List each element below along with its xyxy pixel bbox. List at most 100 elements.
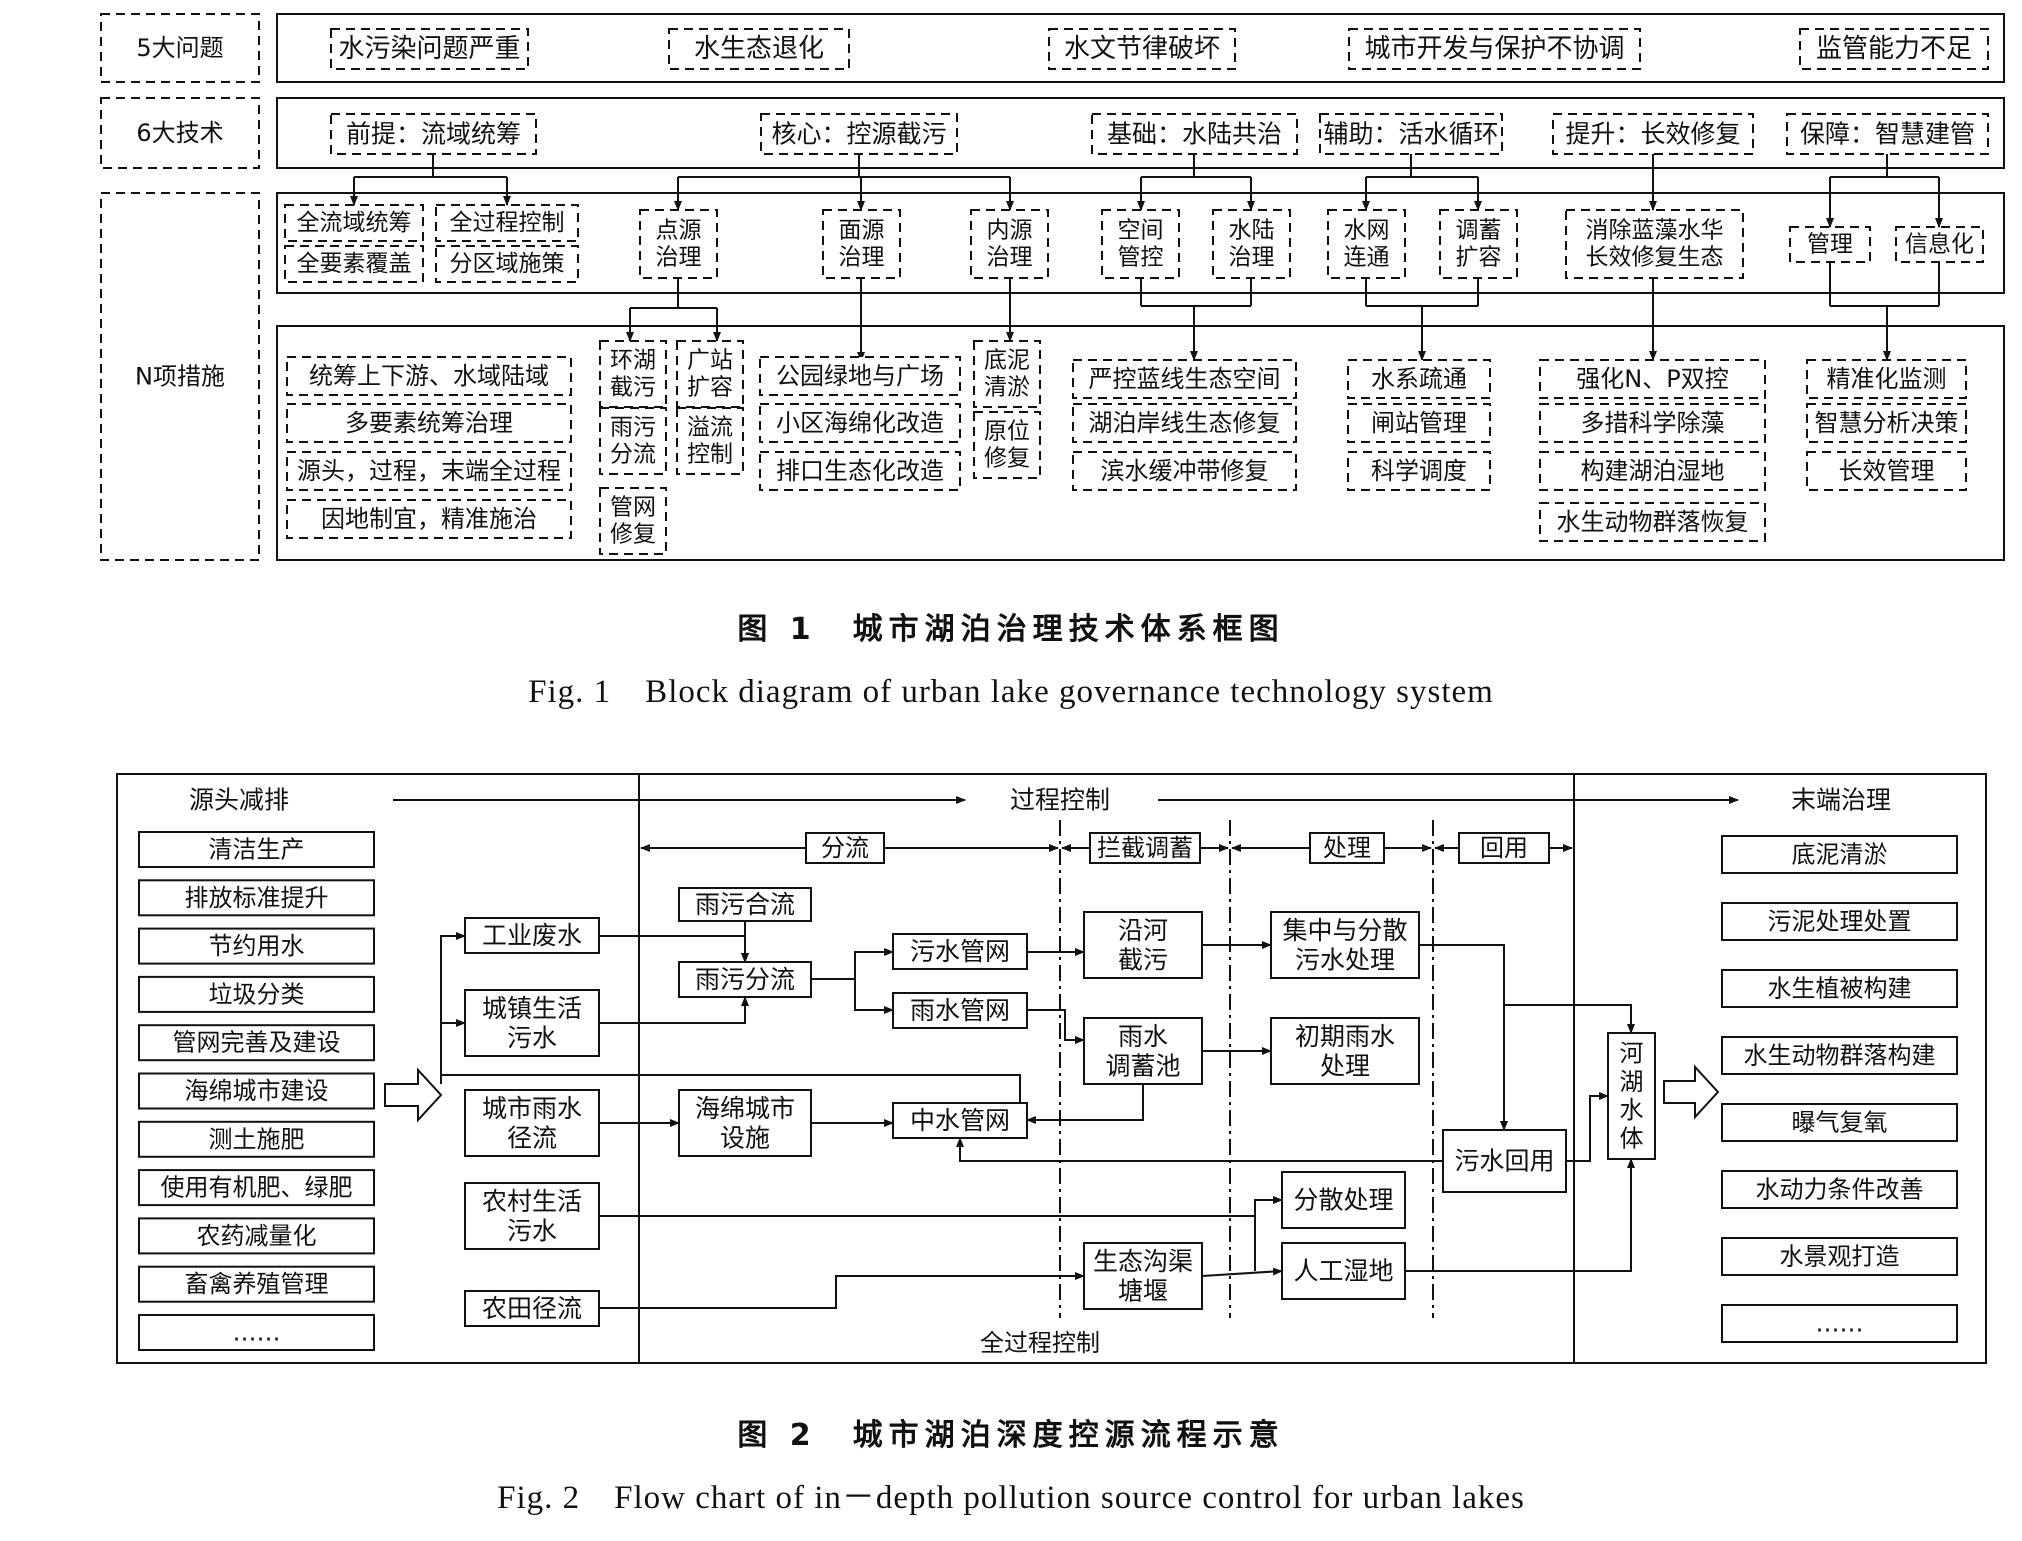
subtech-nonpoint-source [822,209,901,279]
problem-box-5 [1799,28,1989,70]
subtech-informatization [1895,226,1984,263]
problem-box-5-label: 监管能力不足 [1816,34,1972,64]
row-label-techs [100,97,260,169]
subtech-full-process-label: 全过程控制 [450,210,565,236]
measure-land-water-2 [1072,403,1297,443]
node-constructed-wetland [1281,1242,1406,1300]
measure-point-a-2 [599,407,667,475]
node-eco-ditch-pond-label-line-1: 生态沟渠 [1093,1247,1193,1276]
problem-box-1 [330,28,529,70]
tech-box-3-label: 基础：水陆共治 [1107,120,1282,149]
measure-restoration-2-label: 多措科学除藻 [1581,409,1725,437]
measure-nonpoint-3-label: 排口生态化改造 [776,457,944,485]
source-item-7 [138,1120,375,1158]
source-item-10 [138,1265,375,1303]
subtech-storage-label-line-1: 调蓄 [1456,217,1502,243]
row-label-problems-label: 5大问题 [136,34,223,62]
measure-restoration-1 [1539,359,1766,399]
node-sponge-facility-label-line-2: 设施 [720,1123,770,1152]
node-sewage-network-label: 污水管网 [910,937,1010,966]
tech-box-5 [1552,113,1754,155]
figure-2-source-control-flow: 源头减排过程控制末端治理全过程控制分流拦截调蓄处理回用清洁生产排放标准提升节约用… [116,773,1987,1364]
measure-point-b-1 [676,340,744,408]
source-item-5 [138,1024,375,1062]
tech-box-2-label: 核心：控源截污 [771,120,946,149]
end-item-3 [1721,969,1958,1008]
measure-basin-1-label: 统筹上下游、水域陆域 [309,362,549,390]
measure-restoration-1-label: 强化N、P双控 [1576,365,1728,393]
fig2-flow-8 [854,979,894,1014]
measure-circulation-1 [1347,359,1491,399]
subtech-point-source-label-line-1: 点源 [656,217,702,243]
end-item-6-label: 水动力条件改善 [1756,1176,1924,1204]
end-item-5-label: 曝气复氧 [1792,1109,1888,1137]
figure-1-caption-cn: 图 1 城市湖泊治理技术体系框图 [737,612,1285,647]
measure-basin-3-label: 源头，过程，末端全过程 [297,457,561,485]
row-label-measures-label: N项措施 [135,363,225,391]
tech-box-1-label: 前提：流域统筹 [346,120,521,149]
node-sewer-separation-label: 雨污分流 [695,965,795,994]
measure-basin-4-label: 因地制宜，精准施治 [321,505,537,533]
node-first-flush-treatment-label-line-1: 初期雨水 [1295,1022,1395,1051]
measure-land-water-1 [1072,359,1297,399]
node-urban-runoff-label-line-2: 径流 [507,1123,557,1152]
measure-restoration-2 [1539,403,1766,443]
row-label-problems [100,13,260,83]
section-title-process: 过程控制 [1010,786,1110,815]
source-item-4 [138,975,375,1013]
node-first-flush-treatment-label-line-2: 处理 [1320,1051,1370,1080]
measure-restoration-3 [1539,451,1766,491]
end-item-8 [1721,1304,1958,1343]
measure-land-water-2-label: 湖泊岸线生态修复 [1089,409,1281,437]
subtech-network-link-label-line-2: 连通 [1344,245,1390,271]
source-item-1-label: 清洁生产 [209,836,305,864]
measure-smart-3-label: 长效管理 [1839,457,1935,485]
subtech-land-water [1212,209,1291,279]
measure-point-a-3 [599,487,667,555]
subtech-space-control-label-line-2: 管控 [1118,245,1164,271]
measure-smart-3 [1806,451,1967,491]
measure-point-b-1-label-line-1: 广站 [687,347,733,373]
node-storm-storage-tank-label-line-1: 雨水 [1118,1022,1168,1051]
tech-box-1 [330,113,537,155]
subtech-point-source-label-line-2: 治理 [656,245,702,271]
measure-land-water-1-label: 严控蓝线生态空间 [1089,365,1281,393]
stage-label-3 [1309,832,1385,864]
stage-label-2 [1089,832,1201,864]
node-riverside-interception-label-line-1: 沿河 [1118,916,1168,945]
node-constructed-wetland-label: 人工湿地 [1293,1257,1393,1286]
measure-point-b-2-label-line-2: 控制 [687,442,733,468]
measure-basin-2 [286,403,572,443]
node-farmland-runoff [464,1290,600,1327]
stage-label-1-label: 分流 [821,834,869,862]
measure-restoration-4-label: 水生动物群落恢复 [1557,508,1749,536]
problem-box-3 [1048,28,1236,70]
node-riverside-interception-label-line-2: 截污 [1118,945,1168,974]
row-label-techs-label: 6大技术 [136,119,223,147]
fig2-flow-16 [1419,944,1508,1131]
fig2-flow-21 [599,1272,1085,1309]
source-item-6-label: 海绵城市建设 [185,1077,329,1105]
source-item-7-label: 测土施肥 [209,1125,305,1153]
measure-circulation-2 [1347,403,1491,443]
row-label-measures [100,192,260,561]
node-combined-sewer [678,887,812,922]
stage-label-4-label: 回用 [1480,834,1528,862]
end-item-4 [1721,1036,1958,1075]
source-item-3 [138,927,375,965]
subtech-algae-removal-label-line-2: 长效修复生态 [1586,245,1724,271]
tech-box-5-label: 提升：长效修复 [1565,120,1740,149]
subtech-land-water-label-line-2: 治理 [1229,245,1275,271]
end-item-1-label: 底泥清淤 [1792,841,1888,869]
node-farmland-runoff-label: 农田径流 [482,1294,582,1323]
end-item-7-label: 水景观打造 [1780,1243,1900,1271]
measure-basin-2-label: 多要素统筹治理 [345,409,513,437]
fig2-flow-10 [1027,1009,1085,1044]
fig2-outer-frame [116,773,1987,1364]
measure-smart-2-label: 智慧分析决策 [1815,409,1959,437]
fig2-flow-7 [811,948,894,980]
end-item-6 [1721,1170,1958,1209]
source-item-2-label: 排放标准提升 [185,884,329,912]
tech-box-6-label: 保障：智慧建管 [1800,120,1975,149]
node-sewer-separation [678,961,812,998]
